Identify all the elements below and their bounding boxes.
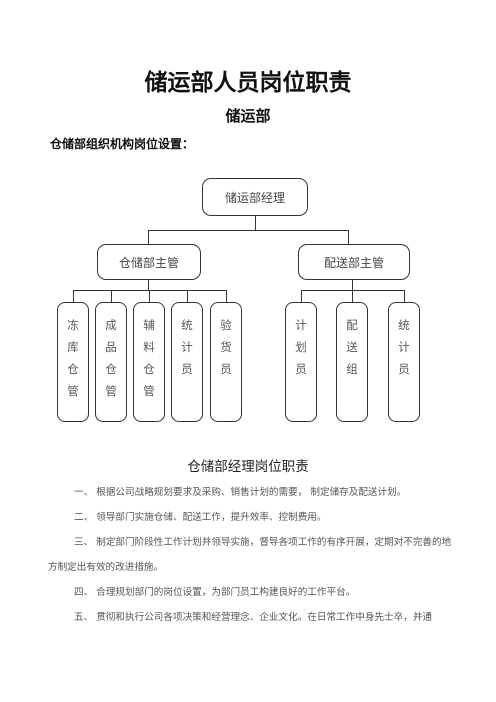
connector [301,290,405,291]
responsibility-item: 一、 根据公司战略规划要求及采购、销售计划的需要， 制定储存及配送计划。 [74,487,407,498]
connector [148,230,149,244]
responsibility-item: 五、 贯彻和执行公司各项决策和经营理念、企业文化。在日常工作中身先士卒，并通 [74,612,433,623]
org-node-staff: 统计员 [171,302,203,422]
connector [226,290,227,302]
connector [352,280,353,290]
org-node-staff: 辅料仓管 [133,302,165,422]
org-node-root: 储运部经理 [202,178,308,216]
org-node-staff: 统计员 [388,302,420,422]
connector [348,230,349,244]
document-subtitle: 储运部 [225,107,271,125]
section-label: 仓储部组织机构岗位设置： [50,137,195,151]
org-node-staff: 成品仓管 [95,302,127,422]
org-node-delivery-manager: 配送部主管 [298,244,410,280]
org-node-staff: 验货员 [210,302,242,422]
connector [301,290,302,302]
responsibility-item: 三、 制定部门阶段性工作计划并领导实施，督导各项工作的有序开展，定期对不完善的地… [48,537,452,573]
document-title: 储运部人员岗位职责 [144,70,352,96]
connector [352,290,353,302]
connector [73,290,227,291]
org-node-staff: 冻库仓管 [57,302,89,422]
org-node-staff: 配送组 [336,302,368,422]
connector [255,216,256,230]
connector [148,230,348,231]
connector [187,290,188,302]
org-node-staff: 计划员 [285,302,317,422]
connector [73,290,74,302]
responsibility-item: 二、 领导部门实施仓储、配送工作，提升效率、控制费用。 [74,512,327,523]
responsibility-item: 四、 合理规划部门的岗位设置，为部门员工构建良好的工作平台。 [74,587,356,598]
connector [148,280,149,290]
connector [111,290,112,302]
connector [404,290,405,302]
org-node-warehouse-manager: 仓储部主管 [97,244,201,280]
connector [149,290,150,302]
responsibilities-heading: 仓储部经理岗位职责 [187,459,309,475]
